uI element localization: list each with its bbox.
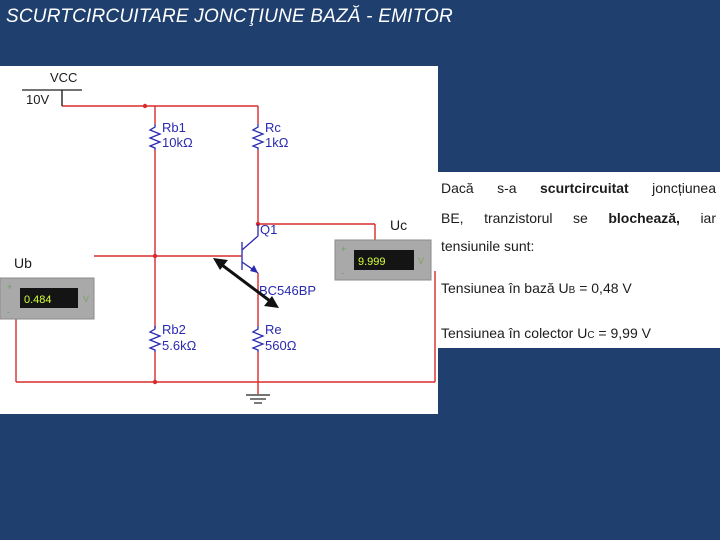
q1-name: Q1: [260, 222, 277, 237]
q1-model: BC546BP: [259, 283, 316, 298]
circuit-wires: [15, 90, 436, 394]
uc-unit: V: [418, 256, 424, 266]
circuit-schematic: VCC 10V Rb1 10kΩ Rc 1kΩ Rb2 5.6kΩ Re 560…: [0, 66, 438, 414]
ub-unit: V: [83, 294, 89, 304]
ub-label: Ub: [14, 255, 32, 271]
ub-reading: 0.484: [24, 294, 52, 306]
resistors: [148, 124, 265, 352]
rb2-value: 5.6kΩ: [162, 338, 197, 353]
re-name: Re: [265, 322, 282, 337]
uc-reading: 9.999: [358, 256, 386, 268]
svg-text:-: -: [7, 307, 10, 317]
rb1-name: Rb1: [162, 120, 186, 135]
rc-name: Rc: [265, 120, 281, 135]
ground-symbol: [246, 394, 270, 404]
slide-title: SCURTCIRCUITARE JONCŢIUNE BAZĂ - EMITOR: [6, 6, 453, 27]
svg-text:-: -: [341, 268, 344, 278]
uc-label: Uc: [390, 217, 407, 233]
uc-meter-display: [354, 250, 414, 270]
vcc-value: 10V: [26, 92, 49, 107]
vcc-name: VCC: [50, 70, 77, 85]
svg-text:+: +: [341, 244, 346, 254]
circuit-svg: VCC 10V Rb1 10kΩ Rc 1kΩ Rb2 5.6kΩ Re 560…: [0, 70, 436, 404]
rb2-resistor: [148, 326, 162, 352]
rc-value: 1kΩ: [265, 135, 289, 150]
svg-text:+: +: [7, 282, 12, 292]
transistor-q1: [241, 224, 259, 274]
explanation-panel: Dacă s-a scurtcircuitat joncțiunea BE, t…: [438, 172, 720, 348]
re-value: 560Ω: [265, 338, 297, 353]
emitter-arrow: [250, 265, 258, 273]
rb1-value: 10kΩ: [162, 135, 193, 150]
short-circuit-arrow: [213, 258, 279, 308]
rc-resistor: [251, 124, 265, 150]
base-voltage-line: Tensiunea în bază UB = 0,48 V: [441, 280, 632, 296]
circuit-nodes: [142, 103, 261, 385]
rb1-resistor: [148, 124, 162, 150]
explanation-line-2: BE, tranzistorul se blochează, iar: [441, 210, 716, 226]
re-resistor: [251, 326, 265, 352]
rb2-name: Rb2: [162, 322, 186, 337]
ub-meter: [0, 277, 95, 320]
explanation-line-3: tensiunile sunt:: [441, 238, 535, 254]
collector-voltage-line: Tensiunea în colector UC = 9,99 V: [441, 325, 651, 341]
explanation-line-1: Dacă s-a scurtcircuitat joncțiunea: [441, 180, 716, 196]
ub-meter-display: [20, 288, 78, 308]
